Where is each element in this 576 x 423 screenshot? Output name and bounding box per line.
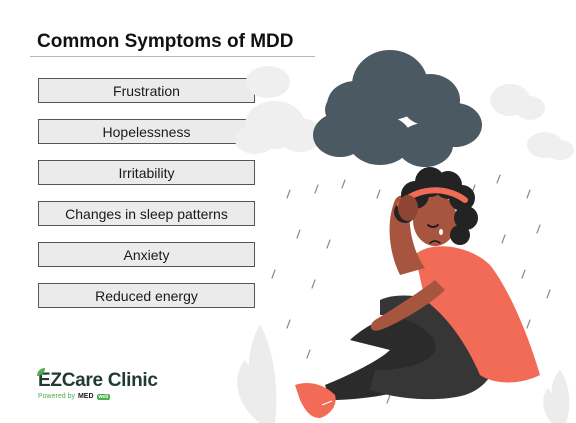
woman-hand [398, 195, 418, 221]
symptom-list: Frustration Hopelessness Irritability Ch… [38, 78, 255, 324]
woman-face [413, 194, 457, 246]
logo-rest: Care Clinic [61, 370, 158, 391]
woman-mouth [429, 240, 441, 244]
plant-left [237, 325, 277, 423]
ezcare-logo[interactable]: EZCare Clinic Powered by MED web [37, 368, 158, 400]
tear-icon [439, 229, 443, 235]
sad-woman-illustration [235, 50, 574, 423]
title-divider [30, 56, 315, 57]
rain-cloud-icon [313, 50, 482, 167]
logo-name: EZCare Clinic [38, 371, 158, 391]
symptom-box: Hopelessness [38, 119, 255, 144]
brand-pill: web [96, 393, 111, 400]
symptom-box: Reduced energy [38, 283, 255, 308]
background-clouds [235, 66, 574, 160]
logo-ez: EZ [38, 370, 62, 391]
woman-arm [370, 280, 445, 331]
page-title: Common Symptoms of MDD [37, 31, 294, 52]
symptom-box: Irritability [38, 160, 255, 185]
woman-shoe [295, 383, 336, 418]
symptom-box: Anxiety [38, 242, 255, 267]
symptom-box: Frustration [38, 78, 255, 103]
powered-by-text: Powered by [38, 393, 75, 400]
leaf-icon [37, 368, 45, 376]
woman-shirt [415, 246, 540, 383]
logo-powered-by: Powered by MED web [38, 393, 158, 400]
woman-eye [427, 224, 439, 228]
symptom-box: Changes in sleep patterns [38, 201, 255, 226]
brand-name: MED [77, 393, 94, 400]
plant-right [543, 370, 570, 423]
